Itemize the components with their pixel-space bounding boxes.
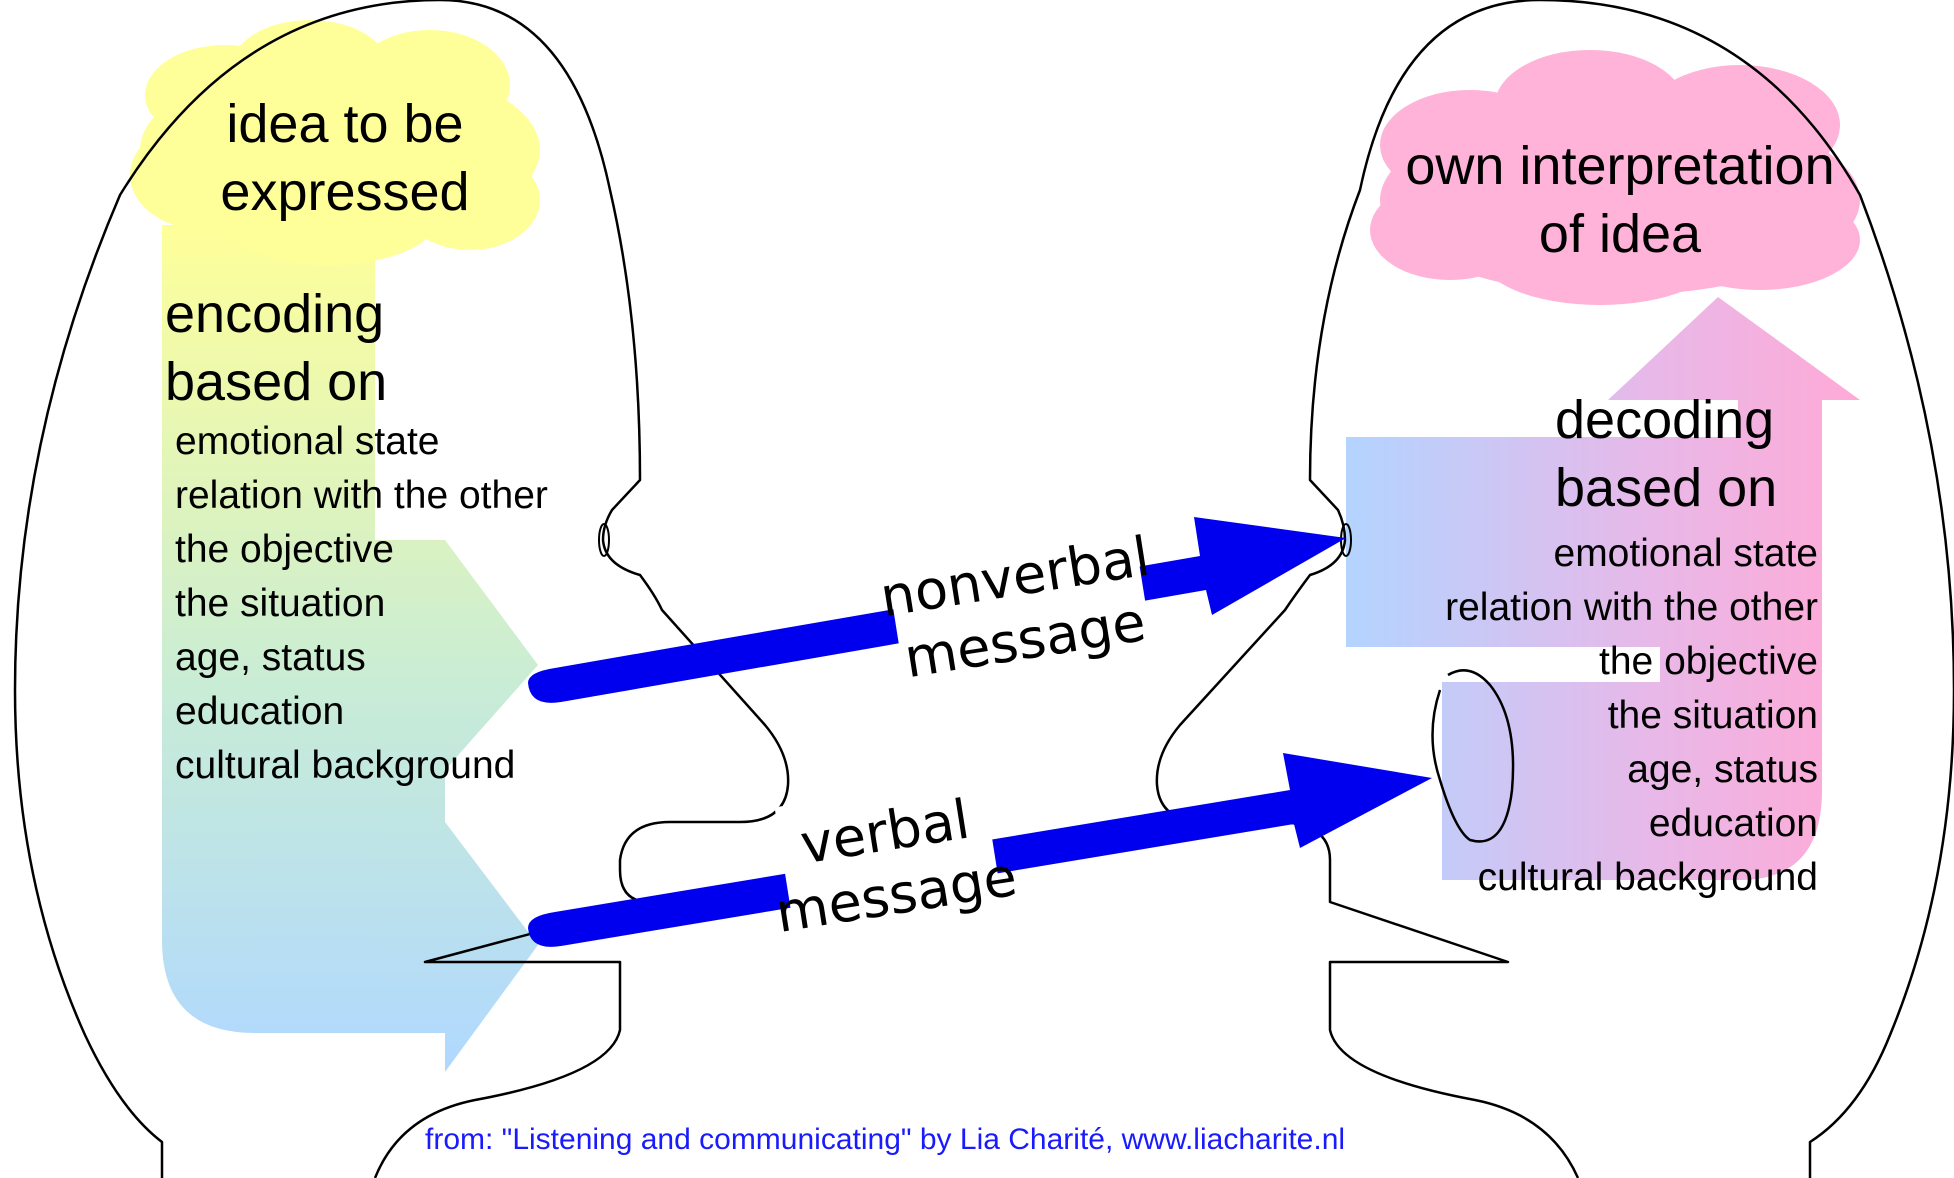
list-item: cultural background [175, 744, 516, 787]
list-item: relation with the other [175, 474, 548, 517]
sender-factor-list: emotional state relation with the other … [175, 415, 548, 793]
receiver-idea-text: own interpretation of idea [1375, 132, 1865, 268]
receiver-idea-line: of idea [1538, 204, 1702, 264]
list-item: age, status [1627, 748, 1818, 791]
nonverbal-label-bg [885, 521, 1155, 699]
list-item: emotional state [1553, 532, 1819, 575]
decoding-heading: decoding based on [1555, 386, 1777, 522]
list-item: the objective [175, 528, 394, 571]
list-item: age, status [175, 636, 366, 679]
receiver-idea-line: own interpretation [1405, 136, 1835, 196]
list-item: the situation [1607, 694, 1818, 737]
list-item: the situation [175, 582, 386, 625]
sender-idea-text: idea to be expressed [185, 90, 505, 226]
sender-head-outline [13, 0, 790, 1178]
list-item: the objective [1599, 640, 1818, 683]
list-item: cultural background [1477, 856, 1818, 899]
encoding-heading-line: based on [165, 352, 388, 412]
sender-idea-line: expressed [220, 162, 470, 222]
source-credit: from: "Listening and communicating" by L… [425, 1123, 1346, 1156]
decoding-heading-line: decoding [1555, 390, 1775, 450]
list-item: education [1648, 802, 1818, 845]
receiver-factor-list: emotional state relation with the other … [1445, 527, 1818, 905]
encoding-heading: encoding based on [165, 280, 387, 416]
verbal-label-bg [774, 774, 1006, 956]
list-item: relation with the other [1445, 586, 1818, 629]
idea-cloud [130, 20, 540, 265]
list-item: emotional state [175, 420, 440, 463]
list-item: education [175, 690, 345, 733]
encoding-flow-arrow [162, 225, 538, 1072]
decoding-flow-arrow [1346, 297, 1860, 880]
receiver-ear-outline [1431, 669, 1515, 843]
interpretation-cloud [1370, 50, 1860, 305]
receiver-head-outline [1155, 0, 1954, 1178]
sender-idea-line: idea to be [226, 94, 464, 154]
encoding-heading-line: encoding [165, 284, 385, 344]
decoding-heading-line: based on [1555, 458, 1778, 518]
